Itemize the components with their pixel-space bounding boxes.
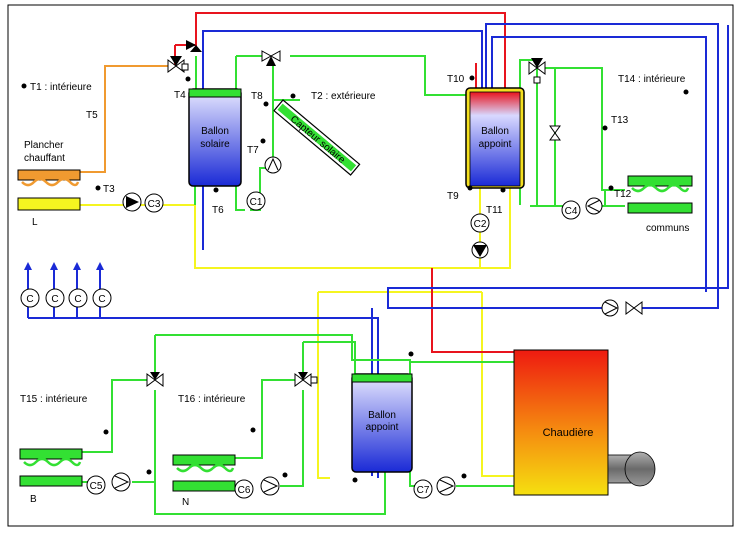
pump-c6-icon xyxy=(260,476,280,496)
three-way-valve-solar xyxy=(261,50,281,66)
pipe-yellow-boiler xyxy=(481,292,514,477)
tank-appoint-top-label-1: Ballon xyxy=(481,126,509,137)
label-t1: T1 : intérieure xyxy=(30,82,92,93)
label-t16: T16 : intérieure xyxy=(178,394,246,405)
tap-c-1: C xyxy=(26,294,33,305)
pump-c5-icon xyxy=(111,472,131,492)
pipe-orange xyxy=(78,65,170,173)
tank-appoint-bottom-label-1: Ballon xyxy=(368,410,396,421)
flue-cap xyxy=(624,451,656,487)
label-t5: T5 xyxy=(86,110,98,121)
radiator-communs xyxy=(627,175,693,214)
floor-heating-b xyxy=(19,448,83,487)
label-t8: T8 xyxy=(251,91,263,102)
taps: C C C C xyxy=(20,262,112,308)
pipe-blue-3 xyxy=(387,25,729,309)
tank-solaire: Ballon solaire xyxy=(188,88,242,187)
pipe-blue-2 xyxy=(485,23,719,309)
circulator-c7: C7 xyxy=(417,485,430,496)
pipe-green-b xyxy=(80,379,148,453)
label-t10: T10 xyxy=(447,74,465,85)
valve-communs xyxy=(549,125,561,141)
label-chauffant: chauffant xyxy=(24,153,65,164)
label-floor-l: L xyxy=(32,217,38,228)
pipe-green-n xyxy=(233,379,297,459)
pipe-yellow-lower xyxy=(317,292,330,479)
tank-appoint-bottom: Ballon appoint xyxy=(351,373,413,473)
tank-solaire-label-2: solaire xyxy=(200,139,230,150)
label-plancher: Plancher xyxy=(24,140,64,151)
label-t14: T14 : intérieure xyxy=(618,74,686,85)
check-valve-blue xyxy=(625,301,643,315)
three-way-valve-appoint xyxy=(528,58,546,84)
tap-c-3: C xyxy=(74,294,81,305)
three-way-valve-red xyxy=(186,40,202,52)
tap-c-2: C xyxy=(51,294,58,305)
tank-appoint-top-label-2: appoint xyxy=(479,139,512,150)
circulator-c1: C1 xyxy=(250,197,263,208)
pipe-red-boiler xyxy=(431,268,514,353)
circulator-c4: C4 xyxy=(565,206,578,217)
tank-appoint-bottom-label-2: appoint xyxy=(366,422,399,433)
label-t9: T9 xyxy=(447,191,459,202)
pump-c1-icon xyxy=(264,156,282,174)
circulator-c6: C6 xyxy=(238,485,251,496)
floor-heating-l xyxy=(17,169,81,211)
label-t4: T4 xyxy=(174,90,186,101)
label-floor-n: N xyxy=(182,497,189,508)
tank-appoint-top: Ballon appoint xyxy=(465,87,525,189)
label-t2: T2 : extérieure xyxy=(311,91,376,102)
label-t13: T13 xyxy=(611,115,629,126)
three-way-valve-top-left xyxy=(167,56,189,73)
three-way-valve-b xyxy=(146,372,164,387)
circulator-c2: C2 xyxy=(474,219,487,230)
pump-c4-icon xyxy=(585,197,603,215)
three-way-valve-n xyxy=(294,372,318,387)
label-t7: T7 xyxy=(247,145,259,156)
tap-c-4: C xyxy=(98,294,105,305)
pump-c2-icon xyxy=(471,241,489,259)
label-t6: T6 xyxy=(212,205,224,216)
label-communs: communs xyxy=(646,223,689,234)
pump-blue-icon xyxy=(601,299,619,317)
circulator-c3: C3 xyxy=(148,199,161,210)
label-t12: T12 xyxy=(614,189,632,200)
label-t11: T11 xyxy=(486,205,503,216)
label-t15: T15 : intérieure xyxy=(20,394,88,405)
sensor-dots xyxy=(21,75,689,483)
label-t3: T3 xyxy=(103,184,115,195)
boiler: Chaudière xyxy=(513,349,656,496)
label-floor-b: B xyxy=(30,494,37,505)
boiler-label: Chaudière xyxy=(543,427,594,439)
pipe-yellow-main xyxy=(194,186,511,269)
tank-solaire-label-1: Ballon xyxy=(201,126,229,137)
circulator-c5: C5 xyxy=(90,481,103,492)
pump-c7-icon xyxy=(436,476,456,496)
pump-c3-icon xyxy=(122,192,142,212)
